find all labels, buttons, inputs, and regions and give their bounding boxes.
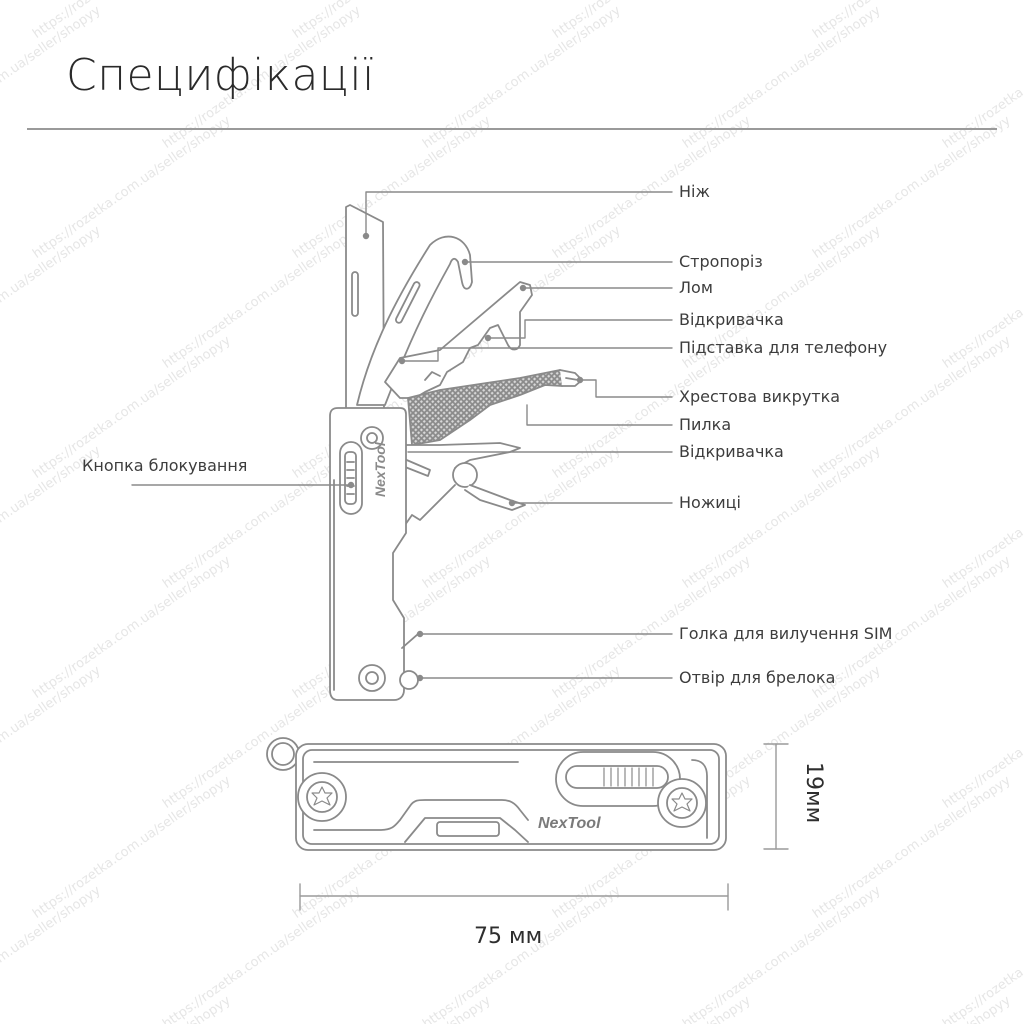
- dimension-height: 19мм: [801, 762, 826, 824]
- label-phillips-screwdriver: Хрестова викрутка: [679, 387, 841, 406]
- closed-tool-shape: [266, 737, 727, 851]
- label-keyring-hole: Отвір для брелока: [679, 668, 836, 687]
- label-pry-bar: Лом: [679, 278, 713, 297]
- label-phone-stand: Підставка для телефону: [679, 338, 888, 357]
- label-bottle-opener-mid: Відкривачка: [679, 442, 784, 461]
- leader-lines: [131, 191, 673, 682]
- scissors-shape: [399, 442, 526, 526]
- label-sim-pin: Голка для вилучення SIM: [679, 624, 893, 643]
- brand-logo-vertical: NexTool: [372, 441, 388, 497]
- title-divider: [27, 128, 997, 130]
- label-lock-button: Кнопка блокування: [82, 456, 248, 475]
- brand-logo-horizontal: NexTool: [538, 815, 601, 832]
- dimension-length: 75 мм: [474, 924, 543, 949]
- page-title: Специфікації: [66, 50, 375, 101]
- file-screwdriver-shape: [407, 369, 583, 446]
- dimension-lines: [299, 743, 789, 911]
- label-scissors: Ножиці: [679, 493, 741, 512]
- handle-body-shape: [329, 407, 419, 701]
- label-bottle-opener-top: Відкривачка: [679, 310, 784, 329]
- label-file: Пилка: [679, 415, 732, 434]
- label-knife: Ніж: [679, 182, 710, 201]
- label-strap-cutter: Стропоріз: [679, 252, 763, 271]
- strap-cutter-shape: [356, 235, 473, 406]
